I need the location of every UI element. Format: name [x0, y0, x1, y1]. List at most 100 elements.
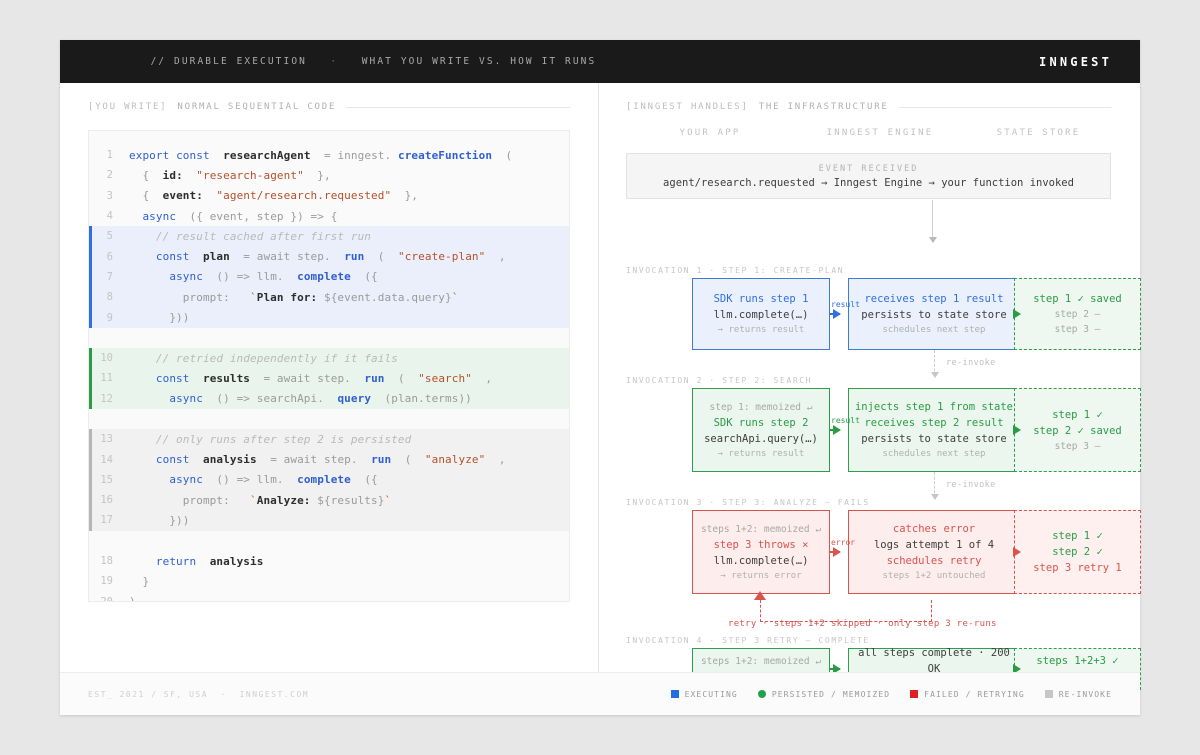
- code-line-source: // only runs after step 2 is persisted: [129, 432, 412, 446]
- code-line: 6 const plan = await step. run ( "create…: [89, 246, 569, 267]
- box-line: → returns error: [720, 570, 802, 581]
- box-line: step 3 throws ×: [713, 538, 809, 551]
- column-header-inngest-engine: INNGEST ENGINE: [826, 128, 934, 138]
- code-line-number: 15: [100, 473, 113, 486]
- code-line-source: return analysis: [155, 554, 264, 568]
- code-line-source: async ({ event, step }) => {: [142, 209, 338, 223]
- code-line-source: const results = await step. run ( "searc…: [155, 371, 493, 385]
- top-bar-separator: ·: [330, 56, 339, 67]
- code-line: 17 })): [89, 510, 569, 531]
- code-line-number: 9: [106, 311, 113, 324]
- code-line-source: async () => llm. complete ({: [169, 473, 378, 487]
- code-line: 10 // retried independently if it fails: [89, 347, 569, 369]
- left-section-header: [YOU WRITE] NORMAL SEQUENTIAL CODE: [88, 102, 570, 112]
- code-line: 15 async () => llm. complete ({: [89, 469, 569, 491]
- box-line: llm.complete(…): [713, 309, 809, 321]
- code-line-source: })): [129, 311, 190, 325]
- code-line-source: { event: "agent/research.requested" },: [129, 189, 419, 203]
- box-line: step 1 ✓ saved: [1033, 293, 1122, 305]
- retry-loop-arrowhead: [754, 591, 766, 600]
- code-line-number: 8: [106, 291, 113, 304]
- code-line-number: 1: [106, 149, 113, 162]
- code-line: 18 return analysis: [89, 551, 569, 571]
- code-block[interactable]: 1 export const researchAgent = inngest. c…: [88, 130, 570, 602]
- legend-item: RE-INVOKE: [1044, 690, 1112, 699]
- connector-label-error: error: [831, 538, 856, 547]
- code-line-source: prompt: `Plan for: ${event.data.query}`: [182, 290, 459, 304]
- box-line: logs attempt 1 of 4: [873, 539, 995, 551]
- event-received-detail: agent/research.requested → Inngest Engin…: [663, 176, 1074, 189]
- code-line-source: export const researchAgent = inngest. cr…: [129, 148, 513, 162]
- box-line: schedules retry: [886, 555, 982, 567]
- code-line-source: // result cached after first run: [129, 229, 372, 243]
- code-line: 11 const results = await step. run ( "se…: [89, 368, 569, 389]
- legend-item: PERSISTED / MEMOIZED: [757, 690, 890, 699]
- box-line: llm.complete(…): [713, 554, 809, 567]
- top-bar-title: // DURABLE EXECUTION · WHAT YOU WRITE VS…: [88, 45, 596, 78]
- code-line: 13 // only runs after step 2 is persiste…: [89, 429, 569, 450]
- code-line: [89, 328, 569, 348]
- box-line: persists to state store: [861, 433, 1007, 445]
- re-invoke-arrow: [930, 350, 939, 378]
- code-line: [89, 409, 569, 429]
- box-line: step 2 –: [1054, 309, 1101, 320]
- event-received-title: EVENT RECEIVED: [818, 163, 919, 174]
- code-line-source: async () => searchApi. query (plan.terms…: [169, 392, 472, 406]
- re-invoke-label: re-invoke: [946, 480, 996, 490]
- column-headers: YOUR APP INNGEST ENGINE STATE STORE: [626, 128, 1111, 138]
- box-line: SDK runs step 1: [713, 293, 809, 305]
- app-to-engine-arrow: [830, 309, 841, 319]
- box-line: injects step 1 from state: [854, 401, 1014, 413]
- code-line-source: }: [129, 574, 150, 588]
- invocation-label: INVOCATION 3 · STEP 3: ANALYZE — FAILS: [626, 498, 870, 507]
- brand-logo: INNGEST: [1039, 54, 1112, 69]
- left-section-heading: NORMAL SEQUENTIAL CODE: [177, 102, 337, 112]
- box-line: searchApi.query(…): [704, 432, 818, 445]
- code-line: 4 async ({ event, step }) => {: [89, 206, 569, 226]
- code-line-source: async () => llm. complete ({: [169, 270, 378, 284]
- poster-card: // DURABLE EXECUTION · WHAT YOU WRITE VS…: [60, 40, 1141, 715]
- box-line: steps 1+2 untouched: [882, 571, 986, 581]
- retry-note: retry · steps 1+2 skipped · only step 3 …: [728, 619, 997, 629]
- code-line-source: const analysis = await step. run ( "anal…: [155, 453, 506, 467]
- re-invoke-arrow: [930, 472, 939, 500]
- event-to-invocation-arrow: [928, 200, 937, 243]
- left-header-rule: [346, 106, 570, 108]
- code-line: 3 { event: "agent/research.requested" },: [89, 186, 569, 206]
- box-line: step 1: memoized ↵: [709, 401, 813, 413]
- code-line: 16 prompt: `Analyze: ${results}`: [89, 490, 569, 511]
- column-header-your-app: YOUR APP: [679, 128, 741, 138]
- footer-credit: EST_ 2021 / SF, USA · INNGEST.COM: [88, 689, 310, 699]
- invocation-store-box: step 1 ✓step 2 ✓step 3 retry 1: [1014, 510, 1141, 594]
- box-line: step 2 ✓ saved: [1033, 424, 1122, 437]
- invocation-label: INVOCATION 4 · STEP 3 RETRY — COMPLETE: [626, 636, 870, 645]
- code-line-source: prompt: `Analyze: ${results}`: [182, 493, 392, 507]
- legend-item: EXECUTING: [670, 690, 738, 699]
- code-line-source: ): [129, 595, 136, 602]
- left-section-tag: [YOU WRITE]: [88, 102, 168, 112]
- code-line-number: 10: [100, 352, 113, 365]
- code-line: 12 async () => searchApi. query (plan.te…: [89, 388, 569, 409]
- code-line-number: 4: [106, 210, 113, 223]
- footer-bar: EST_ 2021 / SF, USA · INNGEST.COM EXECUT…: [60, 672, 1140, 715]
- code-line: 5 // result cached after first run: [89, 226, 569, 247]
- top-bar-title-b: WHAT YOU WRITE VS. HOW IT RUNS: [361, 56, 597, 67]
- code-line: 8 prompt: `Plan for: ${event.data.query}…: [89, 287, 569, 308]
- legend-swatch: [757, 690, 766, 698]
- legend-swatch: [670, 690, 679, 698]
- code-line-source: // retried independently if it fails: [129, 351, 398, 365]
- box-line: → returns result: [717, 325, 805, 335]
- code-line: 20): [89, 592, 569, 602]
- top-bar: // DURABLE EXECUTION · WHAT YOU WRITE VS…: [60, 40, 1140, 83]
- right-pane: [598, 83, 1140, 672]
- top-bar-title-a: // DURABLE EXECUTION: [150, 56, 307, 67]
- code-line-source: const plan = await step. run ( "create-p…: [155, 250, 506, 264]
- code-line-number: 13: [100, 433, 113, 446]
- right-header-rule: [898, 106, 1111, 108]
- box-line: step 1 ✓: [1052, 530, 1103, 542]
